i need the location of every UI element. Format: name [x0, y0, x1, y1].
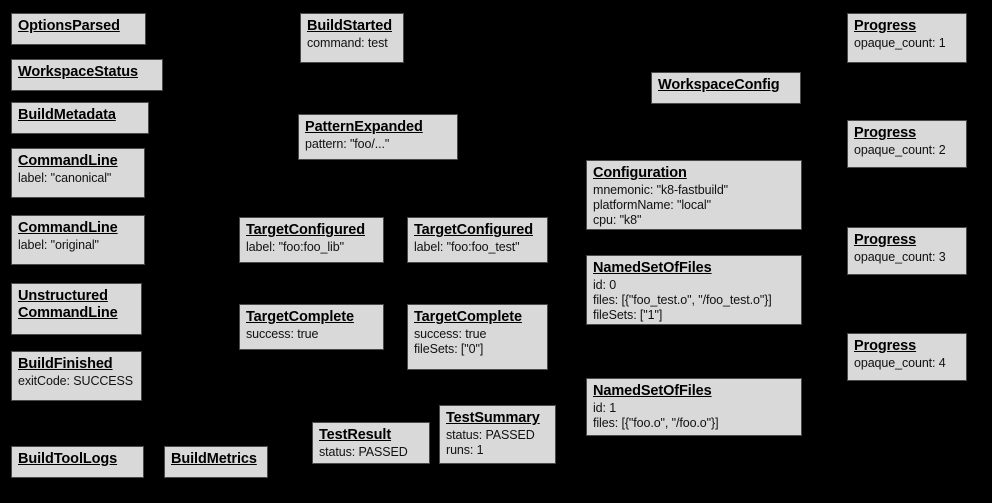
node-field-list: exitCode: SUCCESS: [18, 374, 135, 389]
node-field-list: opaque_count: 2: [854, 143, 960, 158]
node-title: WorkspaceStatus: [18, 64, 138, 80]
node-field: fileSets: ["0"]: [414, 342, 484, 356]
node-progress-3[interactable]: Progress opaque_count: 3: [847, 227, 967, 275]
node-field: id: 1: [593, 401, 617, 415]
node-title: WorkspaceConfig: [658, 77, 780, 93]
node-title: CommandLine: [18, 153, 118, 169]
node-field: status: PASSED: [319, 445, 408, 459]
node-field-list: success: true: [246, 327, 377, 342]
node-target-configured-foo-test[interactable]: TargetConfigured label: "foo:foo_test": [407, 217, 548, 263]
node-options-parsed[interactable]: OptionsParsed: [11, 13, 146, 45]
node-target-configured-foo-lib[interactable]: TargetConfigured label: "foo:foo_lib": [239, 217, 384, 263]
node-workspace-status[interactable]: WorkspaceStatus: [11, 59, 163, 91]
node-field: success: true: [414, 327, 487, 341]
node-field: files: [{"foo.o", "/foo.o"}]: [593, 416, 719, 430]
node-field: label: "canonical": [18, 171, 112, 185]
node-field-list: label: "canonical": [18, 171, 138, 186]
node-title: BuildStarted: [307, 18, 393, 34]
node-field: opaque_count: 3: [854, 250, 946, 264]
node-title: Progress: [854, 338, 917, 354]
node-title: BuildMetrics: [171, 451, 257, 467]
node-field-list: label: "foo:foo_lib": [246, 240, 377, 255]
node-field-list: label: "foo:foo_test": [414, 240, 541, 255]
node-field: fileSets: ["1"]: [593, 308, 663, 322]
node-title: NamedSetOfFiles: [593, 383, 712, 399]
node-title: Progress: [854, 125, 917, 141]
node-title: Progress: [854, 18, 917, 34]
node-command-line-original[interactable]: CommandLine label: "original": [11, 215, 145, 265]
node-title: BuildFinished: [18, 356, 113, 372]
node-field: opaque_count: 4: [854, 356, 946, 370]
node-configuration[interactable]: Configuration mnemonic: "k8-fastbuild"pla…: [586, 160, 802, 230]
node-build-tool-logs[interactable]: BuildToolLogs: [11, 446, 144, 478]
node-field-list: command: test: [307, 36, 397, 51]
node-field-list: opaque_count: 1: [854, 36, 960, 51]
node-title: TargetConfigured: [414, 222, 533, 238]
node-title: TargetConfigured: [246, 222, 365, 238]
node-build-metrics[interactable]: BuildMetrics: [164, 446, 268, 478]
node-field: label: "original": [18, 238, 99, 252]
node-title: TestSummary: [446, 410, 540, 426]
node-field: id: 0: [593, 278, 617, 292]
node-title: BuildToolLogs: [18, 451, 118, 467]
node-workspace-config[interactable]: WorkspaceConfig: [651, 72, 801, 104]
node-progress-1[interactable]: Progress opaque_count: 1: [847, 13, 967, 63]
node-field: cpu: "k8": [593, 213, 642, 227]
node-title: TestResult: [319, 427, 392, 443]
node-title: PatternExpanded: [305, 119, 423, 135]
node-pattern-expanded[interactable]: PatternExpanded pattern: "foo/...": [298, 114, 458, 160]
node-title: BuildMetadata: [18, 107, 116, 123]
node-title: OptionsParsed: [18, 18, 120, 34]
node-command-line-canonical[interactable]: CommandLine label: "canonical": [11, 148, 145, 198]
node-field: label: "foo:foo_test": [414, 240, 520, 254]
node-title: Unstructured CommandLine: [18, 288, 118, 321]
node-test-result[interactable]: TestResult status: PASSED: [312, 422, 430, 464]
node-field-list: label: "original": [18, 238, 138, 253]
node-unstructured-command-line[interactable]: Unstructured CommandLine: [11, 283, 142, 335]
node-field: runs: 1: [446, 443, 484, 457]
node-field-list: opaque_count: 4: [854, 356, 960, 371]
node-field: files: [{"foo_test.o", "/foo_test.o"}]: [593, 293, 772, 307]
node-field-list: status: PASSED: [319, 445, 423, 460]
node-field: platformName: "local": [593, 198, 711, 212]
node-field: command: test: [307, 36, 388, 50]
node-field-list: opaque_count: 3: [854, 250, 960, 265]
node-title: TargetComplete: [414, 309, 522, 325]
node-build-finished[interactable]: BuildFinished exitCode: SUCCESS: [11, 351, 142, 401]
node-field: exitCode: SUCCESS: [18, 374, 134, 388]
node-build-metadata[interactable]: BuildMetadata: [11, 102, 149, 134]
node-title: NamedSetOfFiles: [593, 260, 712, 276]
node-field: pattern: "foo/...": [305, 137, 390, 151]
node-field: label: "foo:foo_lib": [246, 240, 344, 254]
node-field: mnemonic: "k8-fastbuild": [593, 183, 729, 197]
node-field: opaque_count: 1: [854, 36, 946, 50]
node-field: opaque_count: 2: [854, 143, 946, 157]
node-field: status: PASSED: [446, 428, 535, 442]
node-field: success: true: [246, 327, 319, 341]
node-title: Progress: [854, 232, 917, 248]
node-field-list: pattern: "foo/...": [305, 137, 451, 152]
node-progress-2[interactable]: Progress opaque_count: 2: [847, 120, 967, 168]
node-field-list: mnemonic: "k8-fastbuild"platformName: "l…: [593, 183, 795, 228]
node-title: CommandLine: [18, 220, 118, 236]
node-title: Configuration: [593, 165, 687, 181]
node-title: TargetComplete: [246, 309, 354, 325]
node-target-complete-foo-lib[interactable]: TargetComplete success: true: [239, 304, 384, 350]
node-build-started[interactable]: BuildStarted command: test: [300, 13, 404, 63]
node-progress-4[interactable]: Progress opaque_count: 4: [847, 333, 967, 381]
